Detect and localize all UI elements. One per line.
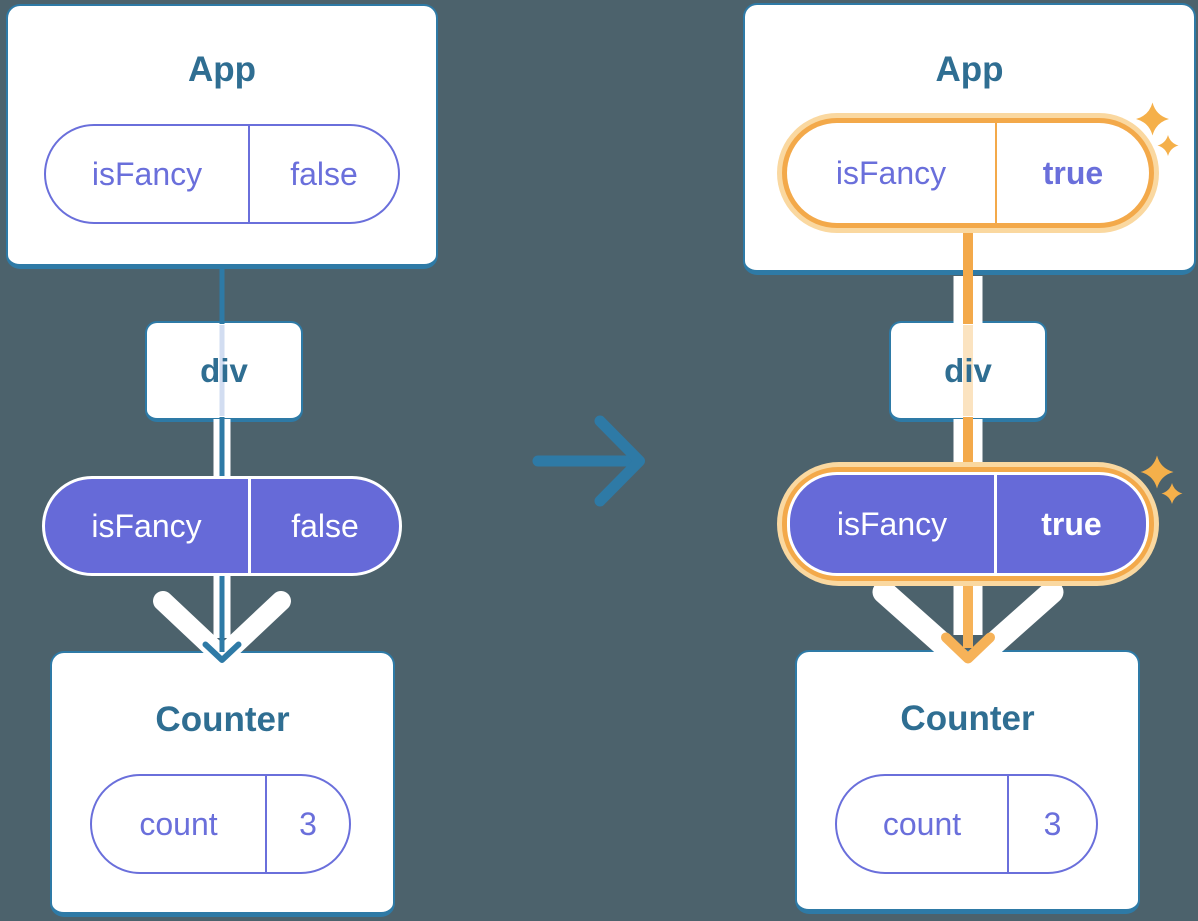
component-title: Counter (900, 699, 1035, 738)
highlight-ring: isFancy true (782, 118, 1154, 228)
prop-name: isFancy (46, 126, 250, 222)
highlight-ring: isFancy true (782, 467, 1154, 581)
prop-value: false (291, 507, 359, 544)
left-render-arrow-icon (153, 574, 291, 663)
component-title: App (187, 50, 257, 89)
right-prop-pill: isFancy true (787, 472, 1149, 576)
right-render-arrow-icon (872, 580, 1064, 664)
state-value: 3 (299, 805, 317, 842)
prop-name: isFancy (45, 479, 251, 573)
right-app-state-pill: isFancy true (787, 123, 1149, 223)
prop-name: isFancy (787, 123, 997, 223)
right-counter-state-pill: count 3 (835, 774, 1098, 874)
component-title: Counter (155, 700, 290, 739)
state-value: 3 (1043, 805, 1062, 842)
component-title: App (935, 50, 1004, 89)
left-prop-pill: isFancy false (42, 476, 402, 576)
right-app-state-pill-highlight: isFancy true (777, 113, 1159, 233)
state-name: count (837, 776, 1009, 872)
prop-name: isFancy (790, 475, 997, 573)
right-div-label: div (944, 352, 992, 389)
left-app-state-pill: isFancy false (44, 124, 400, 224)
prop-value: false (290, 155, 358, 192)
left-div-label: div (200, 352, 248, 389)
right-prop-pill-highlight: isFancy true (777, 462, 1159, 586)
prop-value: true (1041, 505, 1102, 542)
transition-arrow-icon (532, 415, 645, 507)
state-name: count (92, 776, 267, 872)
prop-value: true (1042, 154, 1104, 191)
left-counter-state-pill: count 3 (90, 774, 351, 874)
